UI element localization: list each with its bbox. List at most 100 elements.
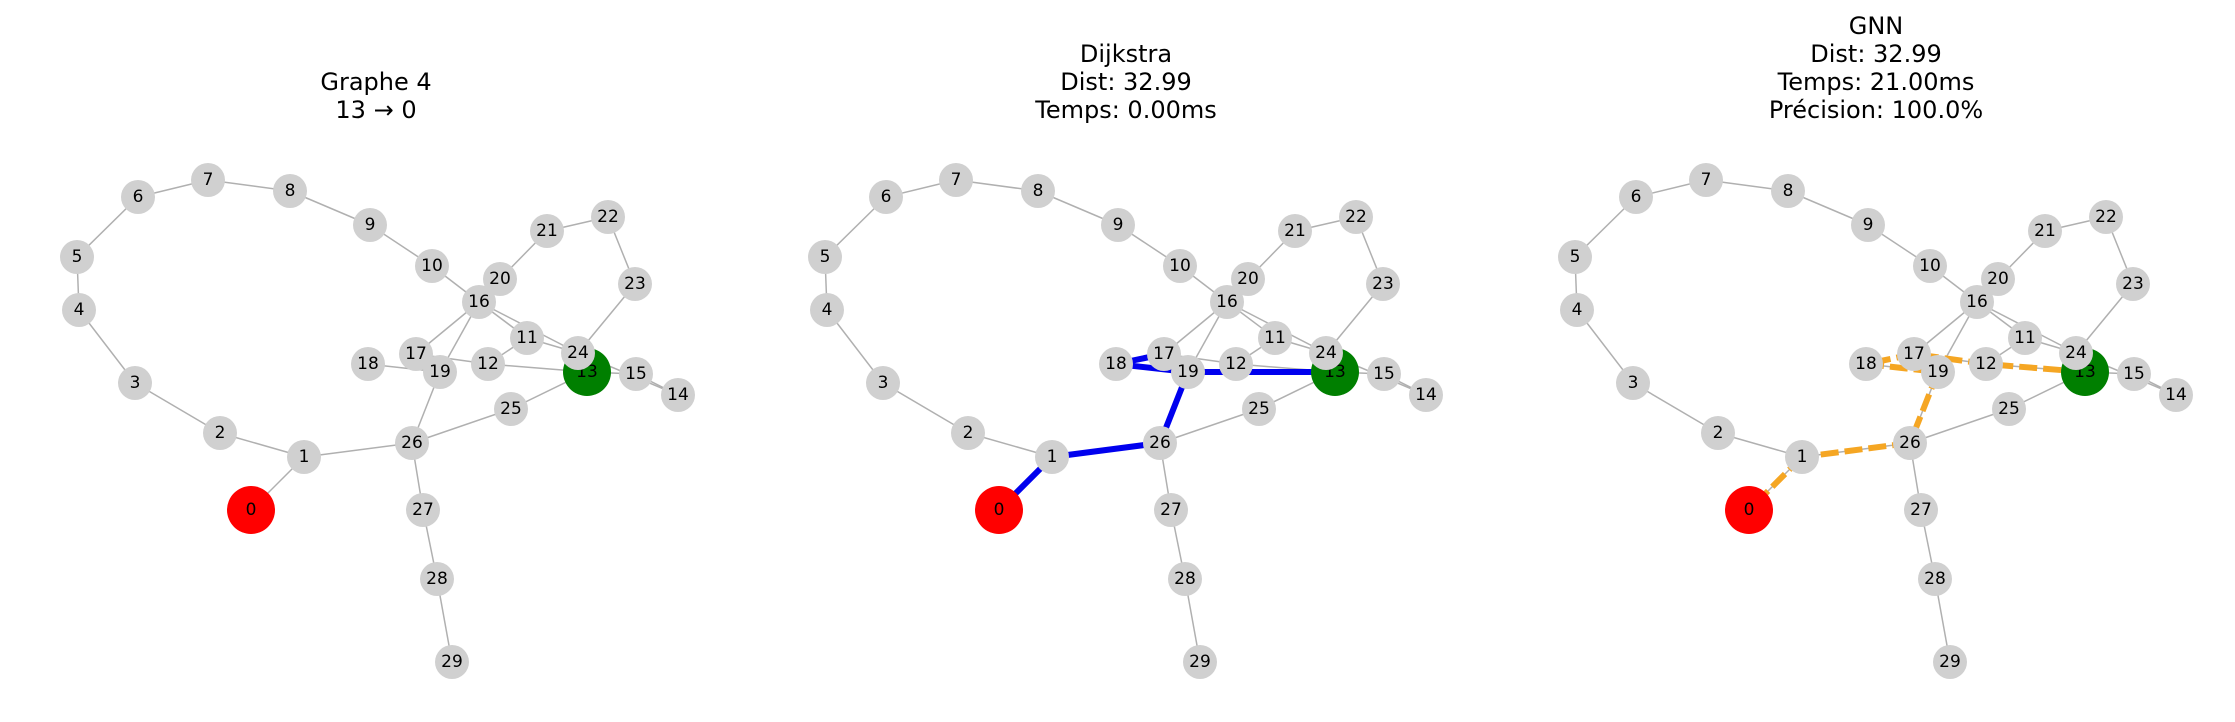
node-25: 25: [1242, 392, 1276, 426]
edge-1-26: [303, 442, 413, 458]
node-10: 10: [415, 249, 449, 283]
node-2: 2: [951, 416, 985, 450]
node-29: 29: [435, 645, 469, 679]
node-circle: [1969, 347, 2003, 381]
edge-25-26: [1159, 408, 1260, 444]
node-label: 5: [820, 247, 831, 267]
node-9: 9: [1851, 208, 1885, 242]
node-label: 15: [2123, 364, 2145, 384]
node-22: 22: [2089, 200, 2123, 234]
node-label: 20: [1237, 269, 1259, 289]
node-circle: [227, 486, 275, 534]
node-circle: [661, 378, 695, 412]
node-20: 20: [1981, 262, 2015, 296]
node-label: 6: [1631, 187, 1642, 207]
node-circle: [420, 562, 454, 596]
node-circle: [2059, 336, 2093, 370]
node-circle: [1981, 262, 2015, 296]
node-22: 22: [591, 200, 625, 234]
node-circle: [591, 200, 625, 234]
node-label: 25: [1248, 399, 1270, 419]
node-circle: [1101, 208, 1135, 242]
node-circle: [808, 240, 842, 274]
node-circle: [483, 262, 517, 296]
node-label: 7: [951, 170, 962, 190]
node-14: 14: [661, 378, 695, 412]
node-circle: [1689, 163, 1723, 197]
node-label: 23: [2122, 274, 2144, 294]
node-11: 11: [1258, 321, 1292, 355]
node-1: 1: [287, 440, 321, 474]
node-circle: [273, 174, 307, 208]
node-circle: [810, 293, 844, 327]
node-label: 22: [1345, 207, 1367, 227]
node-16: 16: [1210, 285, 1244, 319]
node-label: 20: [489, 269, 511, 289]
node-label: 6: [133, 187, 144, 207]
node-label: 15: [625, 364, 647, 384]
node-circle: [1616, 366, 1650, 400]
node-label: 21: [2034, 221, 2056, 241]
node-circle: [1163, 249, 1197, 283]
node-circle: [1210, 285, 1244, 319]
path-edge-26-1: [1051, 440, 1161, 460]
node-10: 10: [1913, 249, 1947, 283]
node-label: 8: [1033, 181, 1044, 201]
node-circle: [561, 336, 595, 370]
node-circle: [975, 486, 1023, 534]
node-label: 26: [401, 433, 423, 453]
node-8: 8: [273, 174, 307, 208]
node-27: 27: [1154, 493, 1188, 527]
node-label: 24: [2065, 343, 2087, 363]
node-label: 0: [1744, 500, 1755, 520]
node-11: 11: [510, 321, 544, 355]
node-label: 27: [1910, 500, 1932, 520]
node-circle: [2116, 267, 2150, 301]
node-label: 10: [1919, 256, 1941, 276]
node-circle: [1183, 645, 1217, 679]
node-label: 0: [246, 500, 257, 520]
node-circle: [1242, 392, 1276, 426]
node-6: 6: [121, 180, 155, 214]
node-24: 24: [1309, 336, 1343, 370]
edge-25-26: [411, 408, 512, 444]
node-28: 28: [1168, 562, 1202, 596]
node-circle: [1918, 562, 1952, 596]
node-label: 16: [468, 292, 490, 312]
node-5: 5: [808, 240, 842, 274]
node-circle: [62, 293, 96, 327]
node-24: 24: [561, 336, 595, 370]
node-circle: [1897, 337, 1931, 371]
node-label: 10: [1169, 256, 1191, 276]
node-21: 21: [1278, 214, 1312, 248]
node-label: 0: [994, 500, 1005, 520]
node-21: 21: [530, 214, 564, 248]
panel-title-line: GNN: [1849, 12, 1904, 40]
node-circle: [866, 366, 900, 400]
node-15: 15: [2117, 357, 2151, 391]
node-10: 10: [1163, 249, 1197, 283]
node-circle: [951, 416, 985, 450]
node-5: 5: [1558, 240, 1592, 274]
node-4: 4: [1560, 293, 1594, 327]
node-label: 25: [500, 399, 522, 419]
node-label: 24: [1315, 343, 1337, 363]
node-circle: [1893, 426, 1927, 460]
node-4: 4: [62, 293, 96, 327]
node-label: 26: [1149, 433, 1171, 453]
node-label: 4: [1572, 300, 1583, 320]
node-circle: [1921, 355, 1955, 389]
node-label: 28: [1924, 569, 1946, 589]
node-label: 22: [2095, 207, 2117, 227]
node-circle: [1154, 493, 1188, 527]
node-circle: [2117, 357, 2151, 391]
node-17: 17: [1897, 337, 1931, 371]
node-circle: [530, 214, 564, 248]
node-circle: [471, 347, 505, 381]
node-7: 7: [191, 163, 225, 197]
node-label: 23: [624, 274, 646, 294]
